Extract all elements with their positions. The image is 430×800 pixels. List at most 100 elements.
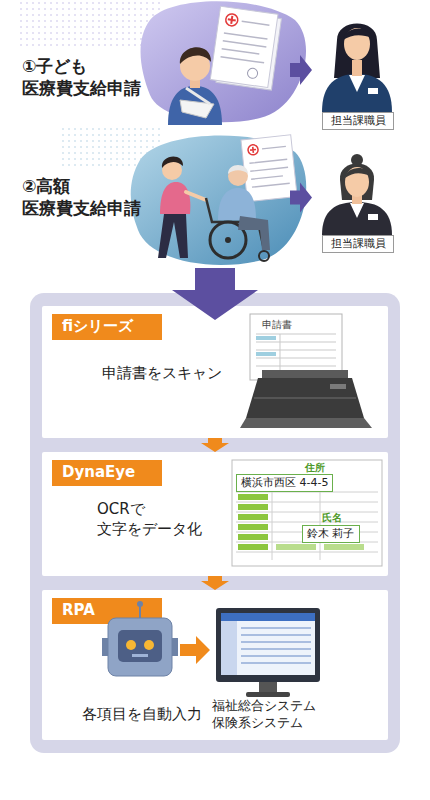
wheelchair-scene <box>228 165 248 174</box>
input-arrow <box>180 636 210 664</box>
wheelchair-scene <box>131 135 306 265</box>
ocr-form <box>232 460 382 566</box>
flow-arrow <box>201 438 229 452</box>
scanner <box>256 352 276 356</box>
ocr-form <box>232 460 382 566</box>
wheelchair-scene <box>248 144 259 155</box>
staff-figure <box>340 164 374 201</box>
scanner <box>330 384 346 389</box>
step-text: 申請書をスキャン <box>102 364 272 384</box>
ocr-form <box>238 534 268 540</box>
robot <box>102 601 178 676</box>
application-group: ②高額 医療費支給申請 <box>12 140 290 265</box>
robot <box>172 638 178 656</box>
wheelchair-scene <box>259 251 269 261</box>
robot <box>102 638 108 656</box>
staff-figure <box>334 24 380 79</box>
staff-figure <box>322 154 392 235</box>
flow-arrow <box>290 55 312 85</box>
halftone-dots <box>20 0 160 50</box>
wheelchair-scene <box>131 136 306 265</box>
wheelchair-scene <box>241 135 297 202</box>
child-scene <box>141 1 306 122</box>
child-scene <box>225 13 239 27</box>
staff-badge: 担当課職員 <box>322 112 394 130</box>
flow-arrow <box>201 576 229 590</box>
robot <box>137 601 143 607</box>
scanner <box>256 334 336 370</box>
staff-figure <box>351 154 363 166</box>
wheelchair-scene <box>241 135 297 202</box>
wheelchair-scene <box>225 237 231 243</box>
wheelchair-scene <box>238 216 270 250</box>
ocr-form <box>276 544 316 550</box>
scanner <box>240 418 372 428</box>
child-scene <box>210 6 282 90</box>
child-scene <box>168 86 222 125</box>
monitor <box>221 621 237 675</box>
monitor <box>241 628 311 663</box>
tool-tab: RPA <box>52 598 162 624</box>
wheelchair-scene <box>162 156 183 168</box>
step-text: 各項目を自動入力 <box>82 705 212 725</box>
monitor <box>246 692 290 697</box>
scanner <box>246 378 364 418</box>
ocr-form <box>238 514 268 520</box>
staff-figure <box>350 203 364 218</box>
ocr-form <box>238 524 268 530</box>
application-title: ①子ども 医療費支給申請 <box>22 55 162 99</box>
child-scene <box>247 68 258 79</box>
child-scene <box>227 15 236 24</box>
tool-tab: DynaEye <box>52 460 162 486</box>
staff-figure <box>322 74 392 112</box>
staff-badge: 担当課職員 <box>322 235 394 253</box>
wheelchair-scene <box>250 147 257 154</box>
flow-arrow <box>172 268 258 320</box>
monitor <box>221 613 315 675</box>
robot <box>144 640 154 650</box>
staff-figure <box>368 88 378 94</box>
child-scene <box>210 6 278 87</box>
flow-arrow <box>290 183 312 213</box>
scanner <box>256 336 276 340</box>
staff-figure <box>345 167 369 197</box>
staff-figure <box>349 75 365 92</box>
wheelchair-scene <box>228 166 248 186</box>
process-panel: DynaEyeOCRで 文字をデータ化 <box>42 452 388 576</box>
tool-container <box>30 293 400 753</box>
staff-figure <box>345 168 370 178</box>
wheelchair-scene <box>248 146 290 187</box>
scanner <box>250 314 342 380</box>
application-group: ①子ども 医療費支給申請 <box>12 10 290 135</box>
staff-group: 担当課職員 <box>312 140 408 255</box>
wheelchair-scene <box>218 188 256 220</box>
wheelchair-scene <box>158 214 188 258</box>
scanner <box>262 370 348 380</box>
step-text: OCRで 文字をデータ化 <box>97 500 227 539</box>
wheelchair-scene <box>186 192 206 200</box>
monitor <box>221 613 315 621</box>
child-scene <box>141 1 306 125</box>
staff-group: 担当課職員 <box>312 5 408 130</box>
tool-tab: fiシリーズ <box>52 314 162 340</box>
scanner <box>254 397 356 399</box>
wheelchair-scene <box>160 182 190 214</box>
monitor <box>259 682 277 692</box>
ocr-form <box>238 544 268 550</box>
monitor <box>216 608 320 697</box>
child-scene <box>180 47 211 64</box>
staff-figure <box>352 60 362 76</box>
robot <box>118 630 162 662</box>
scanner <box>240 314 372 428</box>
application-title: ②高額 医療費支給申請 <box>22 175 162 219</box>
child-scene <box>186 88 210 104</box>
staff-figure <box>322 202 392 235</box>
ocr-form <box>324 544 364 550</box>
process-panel: RPA各項目を自動入力福祉総合システム 保険系システム <box>42 590 388 740</box>
staff-figure <box>343 28 372 40</box>
child-scene <box>221 19 270 63</box>
ocr-form <box>236 492 378 560</box>
staff-figure <box>322 24 392 113</box>
monitor <box>216 608 320 682</box>
